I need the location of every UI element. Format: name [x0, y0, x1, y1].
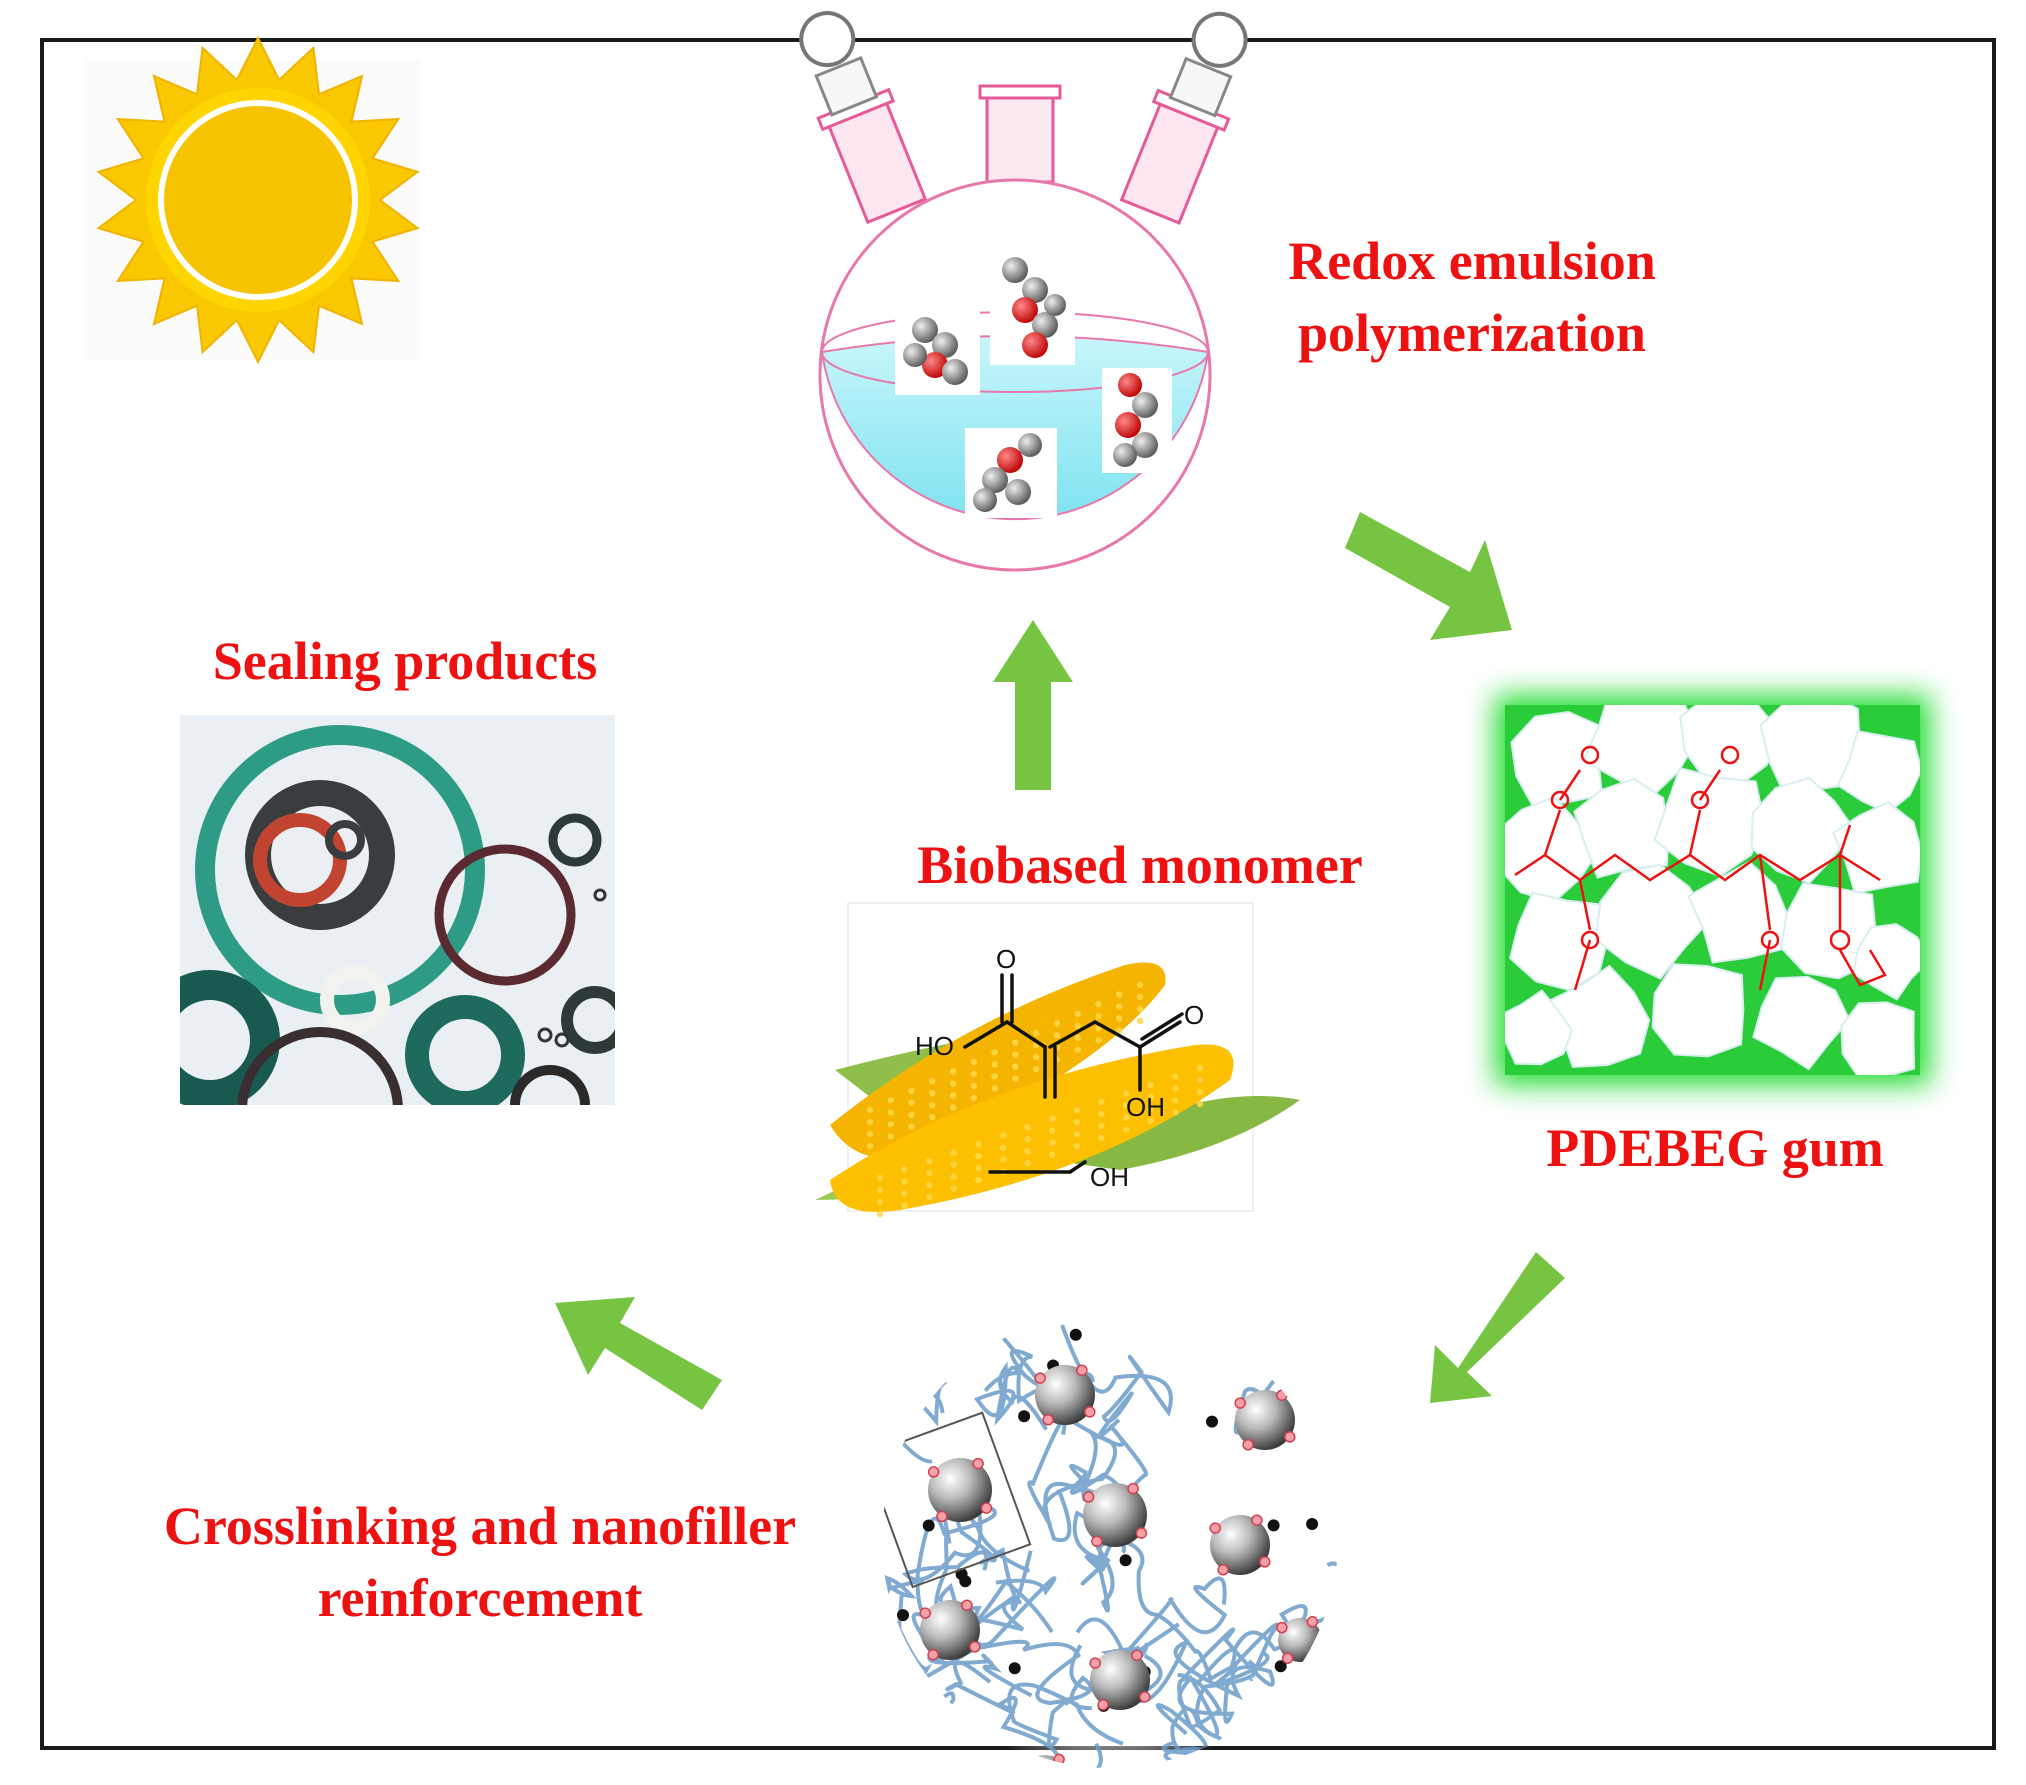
- nanofiller-particle: [1235, 1390, 1295, 1450]
- nanofiller-particle: [1035, 1365, 1095, 1425]
- pdebeg-gum-label: PDEBEG gum: [1546, 1118, 1884, 1178]
- sealing-products-label: Sealing products: [212, 631, 598, 691]
- sun-icon: [85, 35, 420, 365]
- nanofiller-particle: [1090, 1650, 1150, 1710]
- nanofiller-particle: [928, 1458, 992, 1522]
- oxygen-label-right: O: [1184, 1000, 1204, 1030]
- arrow-down-left-icon: [1430, 1252, 1565, 1403]
- hydroxyl-label-bottom: OH: [1090, 1162, 1129, 1192]
- polymer-chain-structure: [1514, 745, 1887, 991]
- sealing-rings-icon: [180, 715, 615, 1105]
- nanofiller-particle: [1210, 1515, 1270, 1575]
- monomer-molecule: [965, 428, 1057, 518]
- gum-crystals-icon: [1495, 695, 1930, 1085]
- hydroxyl-label-mid: OH: [1126, 1092, 1165, 1122]
- arrow-up-left-icon: [555, 1297, 722, 1410]
- oxygen-label-top: O: [996, 944, 1016, 974]
- itaconic-acid-structure: [963, 973, 1184, 1174]
- nanofiller-particle: [920, 1600, 980, 1660]
- biobased-monomer-label: Biobased monomer: [917, 835, 1363, 895]
- crosslinking-label: Crosslinking and nanofiller reinforcemen…: [163, 1496, 797, 1628]
- nanocomposite-network-icon: [878, 1308, 1342, 1772]
- process-arrows: [555, 512, 1565, 1410]
- hydroxyl-label-left: HO: [915, 1031, 954, 1061]
- corn-icon: O HO O OH OH: [815, 902, 1300, 1218]
- monomer-molecule: [990, 245, 1075, 365]
- monomer-molecule: [1102, 368, 1172, 473]
- monomer-molecule: [895, 300, 980, 395]
- redox-emulsion-label: Redox emulsion polymerization: [1288, 231, 1656, 363]
- arrow-down-right-icon: [1345, 512, 1512, 640]
- arrow-up-icon: [993, 620, 1073, 790]
- three-neck-flask-icon: [799, 11, 1248, 572]
- nanofiller-particle: [1083, 1483, 1147, 1547]
